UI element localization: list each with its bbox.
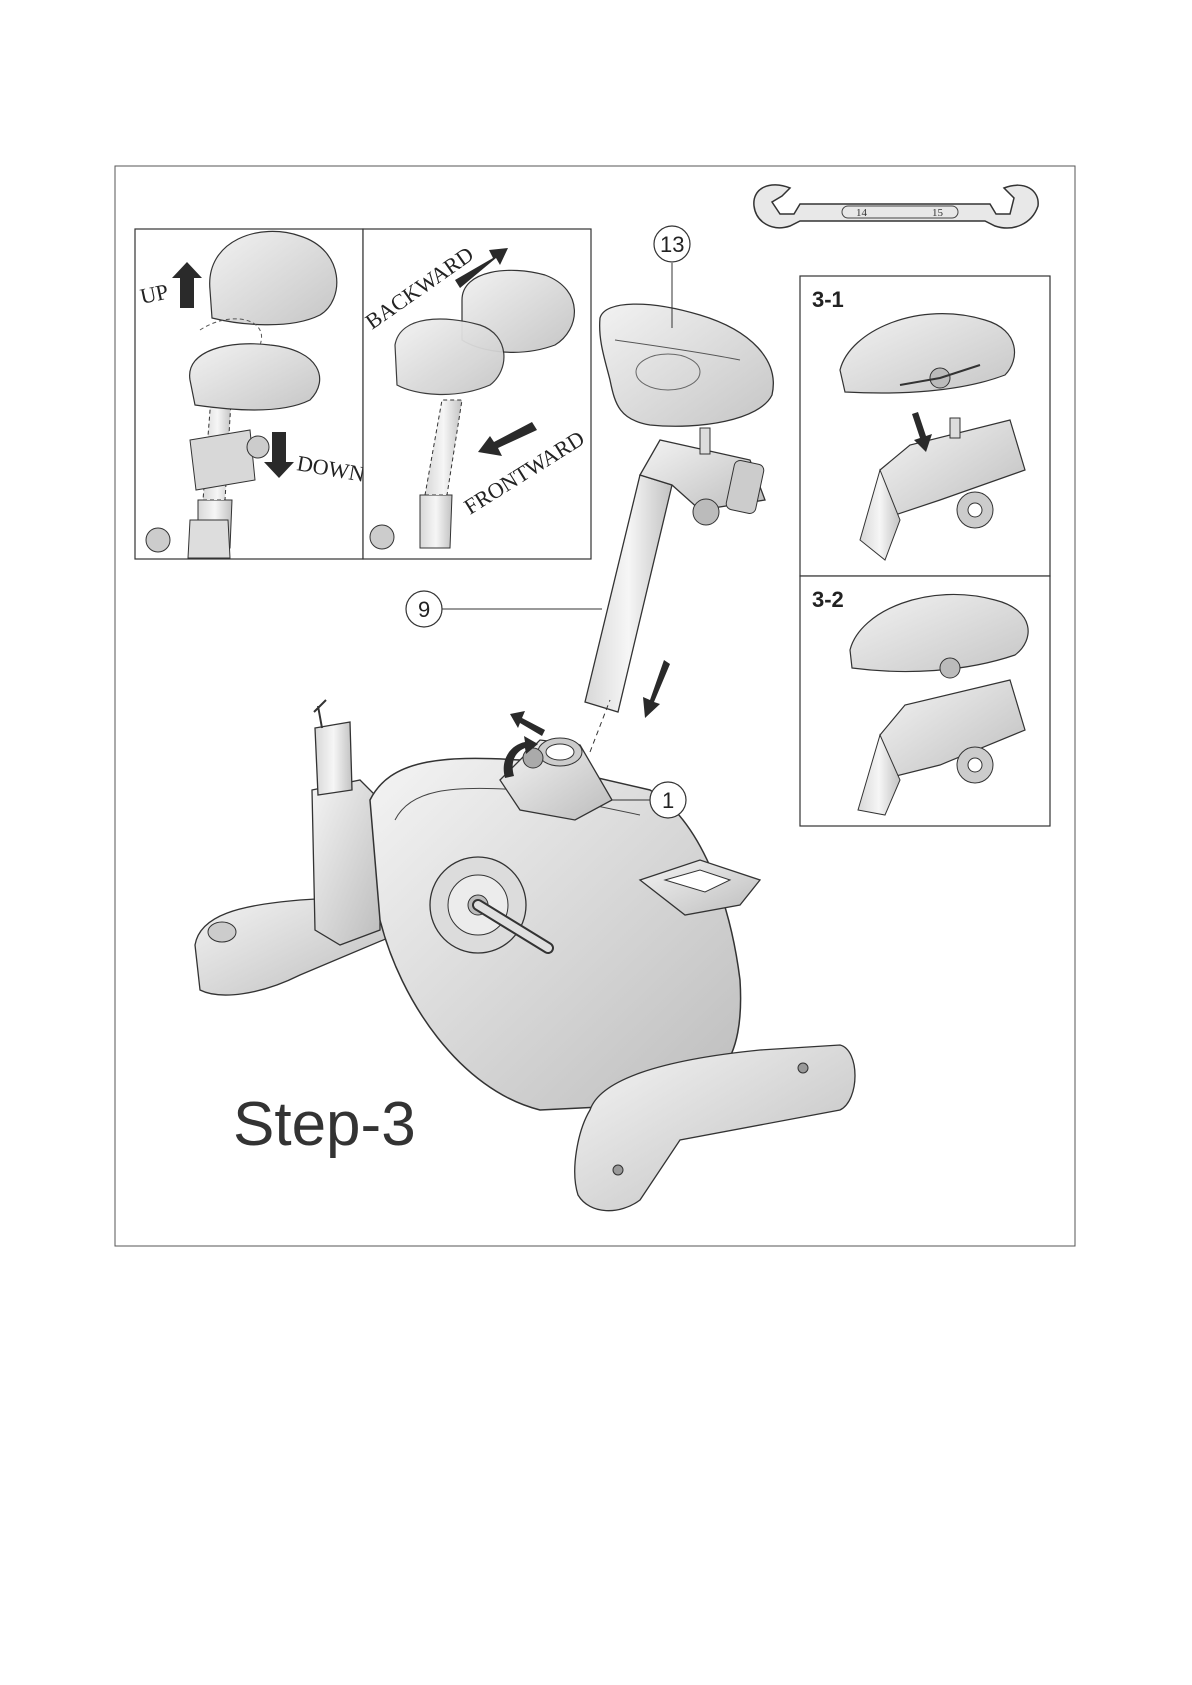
height-adjust-panel: UP DOWN xyxy=(135,229,367,559)
step-title: Step-3 xyxy=(233,1090,416,1159)
callout-seat-post: 9 xyxy=(406,591,602,627)
callout-frame-number: 1 xyxy=(662,788,674,813)
wrench-size-left: 14 xyxy=(856,207,868,219)
wrench-size-right: 15 xyxy=(932,207,944,219)
callout-seat-number: 13 xyxy=(660,232,684,257)
wrench-icon: 14 15 xyxy=(754,185,1038,228)
knob-loosen-arrow-icon xyxy=(510,711,545,736)
inset-3-1-label: 3-1 xyxy=(812,287,844,312)
inset-3-2-label: 3-2 xyxy=(812,587,844,612)
seat-post-illustration xyxy=(585,428,765,752)
position-adjust-panel: BACKWARD FRONTWARD xyxy=(361,229,591,559)
seat-illustration xyxy=(600,304,774,426)
callout-seat-post-number: 9 xyxy=(418,597,430,622)
inset-3-2: 3-2 xyxy=(800,576,1050,826)
insert-post-arrow-icon xyxy=(643,660,670,718)
inset-3-1: 3-1 xyxy=(800,276,1050,576)
